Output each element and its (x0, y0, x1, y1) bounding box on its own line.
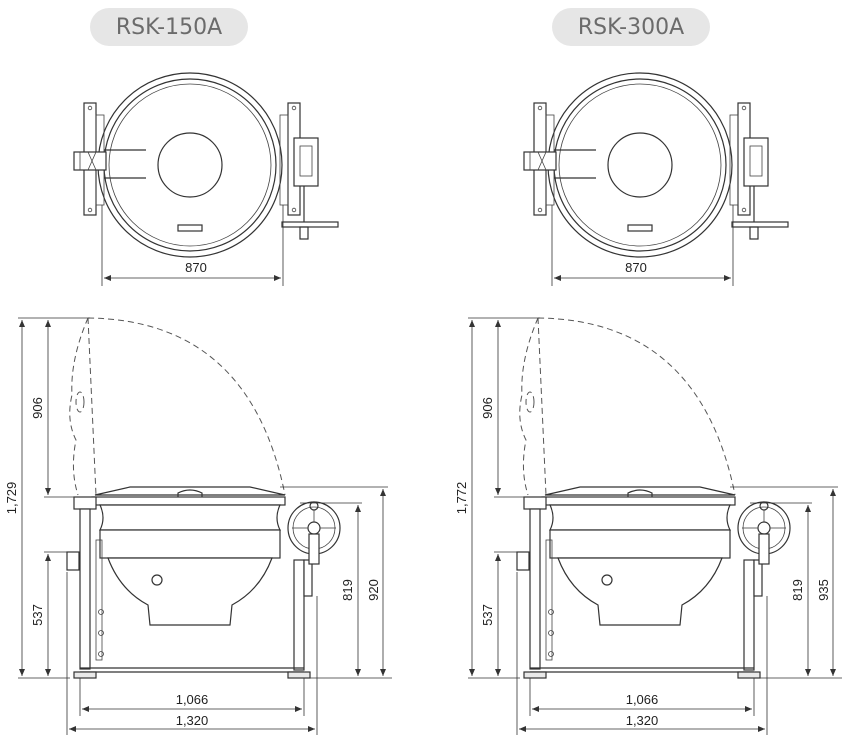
top-height-label-right: 935 (816, 579, 831, 601)
model-label-right: RSK-300A (552, 8, 710, 46)
inner-width-label-right: 1,066 (626, 692, 659, 707)
lid-height-label-left: 906 (30, 397, 45, 419)
lid-height-label-right: 906 (480, 397, 495, 419)
top-width-label-right: 870 (625, 260, 647, 275)
rim-height-label-right: 819 (790, 579, 805, 601)
top-view-left: 870 (74, 73, 338, 286)
rim-height-label-left: 819 (340, 579, 355, 601)
top-height-label-left: 920 (366, 579, 381, 601)
top-width-label-left: 870 (185, 260, 207, 275)
outer-width-label-right: 1,320 (626, 713, 659, 728)
outer-width-label-left: 1,320 (176, 713, 209, 728)
top-view-right: 870 (524, 73, 788, 286)
total-height-label-left: 1,729 (4, 482, 19, 515)
side-view-right: 1,772 906 537 819 935 1,066 1,320 (454, 318, 842, 735)
side-view-left: 1,729 906 537 819 920 1,066 1,320 (4, 318, 392, 735)
leg-height-label-right: 537 (480, 604, 495, 626)
total-height-label-right: 1,772 (454, 482, 469, 515)
leg-height-label-left: 537 (30, 604, 45, 626)
model-label-left: RSK-150A (90, 8, 248, 46)
inner-width-label-left: 1,066 (176, 692, 209, 707)
